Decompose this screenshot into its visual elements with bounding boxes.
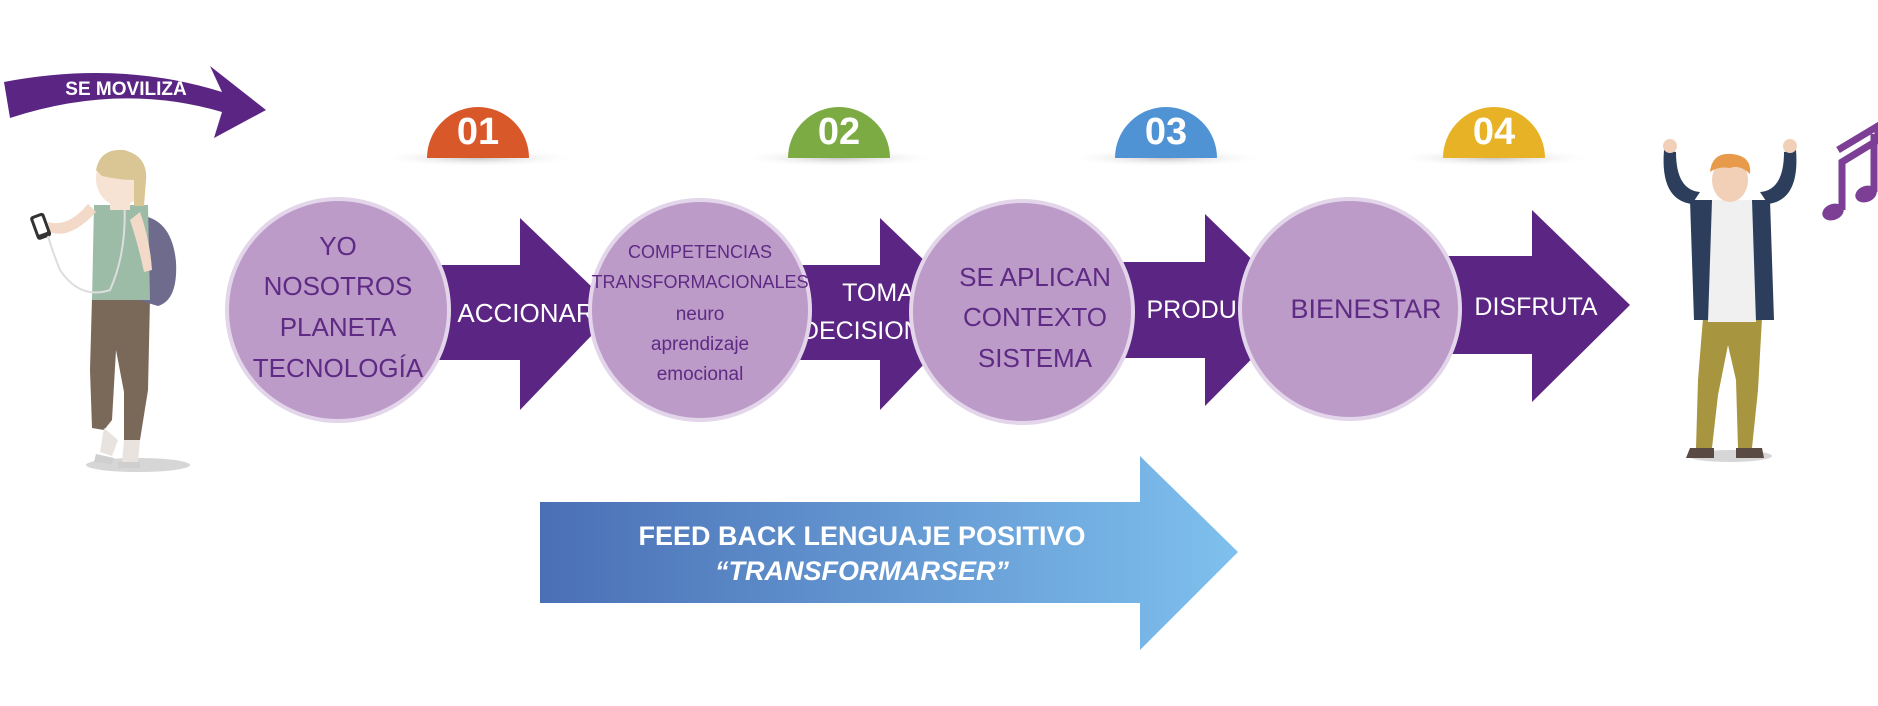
circle1-line4: TECNOLOGÍA: [253, 353, 424, 383]
circle3-line1: SE APLICAN: [959, 262, 1111, 292]
step-number-04: 04: [1473, 111, 1515, 153]
step-badge-01: 01: [378, 107, 578, 167]
circle3-line2: CONTEXTO: [963, 302, 1107, 332]
circle1-line3: PLANETA: [280, 312, 397, 342]
celebrating-person-icon: [1663, 139, 1797, 462]
arrow-accionar-line1: ACCIONAR: [457, 298, 594, 328]
step-badge-03: 03: [1066, 107, 1266, 167]
step-number-01: 01: [457, 111, 499, 153]
step-number-02: 02: [818, 111, 860, 153]
circle2-line3: neuro: [676, 304, 725, 325]
circle-bienestar: BIENESTAR: [1238, 197, 1462, 421]
circle-yo-nosotros: YO NOSOTROS PLANETA TECNOLOGÍA: [225, 197, 451, 423]
circle1-line2: NOSOTROS: [264, 271, 413, 301]
arrow-accionar: ACCIONAR: [435, 218, 616, 410]
circle2-line1: COMPETENCIAS: [628, 242, 772, 262]
circle2-line2: TRANSFORMACIONALES: [591, 272, 808, 292]
feedback-arrow: FEED BACK LENGUAJE POSITIVO “TRANSFORMAR…: [540, 456, 1238, 650]
feedback-line1: FEED BACK LENGUAJE POSITIVO: [638, 521, 1085, 551]
arrow-disfruta: DISFRUTA: [1440, 210, 1630, 402]
circle2-line5: emocional: [657, 364, 744, 385]
circle4-line1: BIENESTAR: [1290, 294, 1441, 324]
circle2-line4: aprendizaje: [651, 334, 749, 355]
music-note-icon: [1822, 121, 1878, 221]
step-badge-02: 02: [739, 107, 939, 167]
arrow-toma-line1: TOMA: [842, 279, 914, 307]
arrow-disfruta-line1: DISFRUTA: [1474, 293, 1597, 321]
step-number-03: 03: [1145, 111, 1187, 153]
circle-competencias: COMPETENCIAS TRANSFORMACIONALES neuro ap…: [588, 198, 812, 422]
feedback-line2: “TRANSFORMARSER”: [715, 556, 1009, 586]
se-moviliza-arrow: SE MOVILIZA: [4, 66, 266, 138]
person-with-phone-icon: [30, 149, 190, 472]
step-badge-04: 04: [1394, 107, 1594, 167]
circle3-line3: SISTEMA: [978, 343, 1093, 373]
circle1-line1: YO: [319, 231, 357, 261]
circle-se-aplican: SE APLICAN CONTEXTO SISTEMA: [909, 199, 1135, 425]
se-moviliza-label: SE MOVILIZA: [65, 79, 187, 100]
